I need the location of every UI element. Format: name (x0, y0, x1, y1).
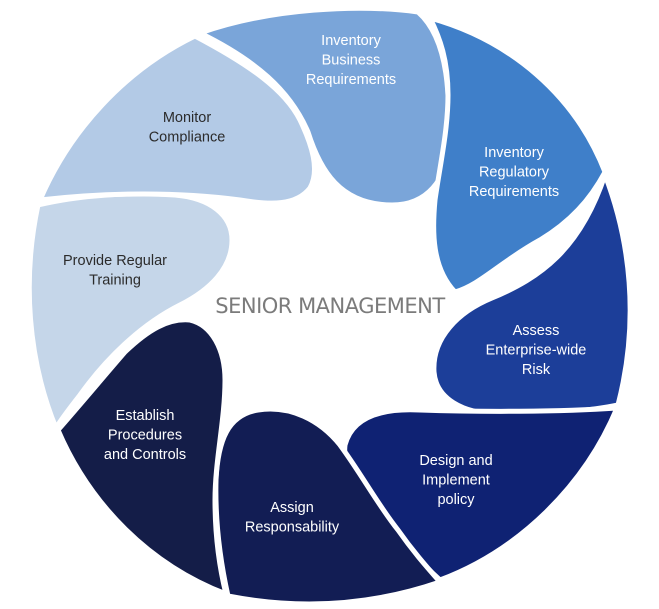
segment-label-line: Regulatory (479, 165, 550, 181)
center-title: SENIOR MANAGEMENT (215, 294, 445, 318)
segment-establish-procedures-and-controls (55, 317, 229, 597)
segment-label-line: Compliance (149, 130, 226, 146)
segment-label-line: Requirements (469, 184, 559, 200)
segment-label-line: Training (89, 273, 141, 289)
segment-assess-enterprise-wide-risk (431, 172, 633, 417)
segment-label-line: Business (322, 53, 381, 69)
segment-label-line: Requirements (306, 72, 396, 88)
segment-label-line: Monitor (163, 110, 212, 126)
segment-label-line: Assess (513, 323, 560, 339)
segment-label-line: Implement (422, 473, 490, 489)
segment-inventory-regulatory-requirements (427, 15, 608, 295)
segment-provide-regular-training (26, 191, 235, 431)
segment-label-line: Inventory (484, 145, 544, 161)
segment-label-line: Enterprise-wide (486, 343, 587, 359)
segment-label-line: Responsability (245, 520, 340, 536)
segment-assign-responsability (213, 406, 443, 607)
segment-label-line: policy (437, 492, 475, 508)
segment-label-line: Assign (270, 500, 314, 516)
segment-label-line: Inventory (321, 33, 381, 49)
segment-label-line: Design and (419, 453, 492, 469)
segment-label-line: Provide Regular (63, 253, 167, 269)
segment-label-line: Establish (116, 408, 175, 424)
segment-label-line: and Controls (104, 447, 186, 463)
segment-monitor-compliance (37, 33, 318, 206)
segment-label-line: Procedures (108, 428, 182, 444)
segment-label-line: Risk (522, 362, 551, 378)
